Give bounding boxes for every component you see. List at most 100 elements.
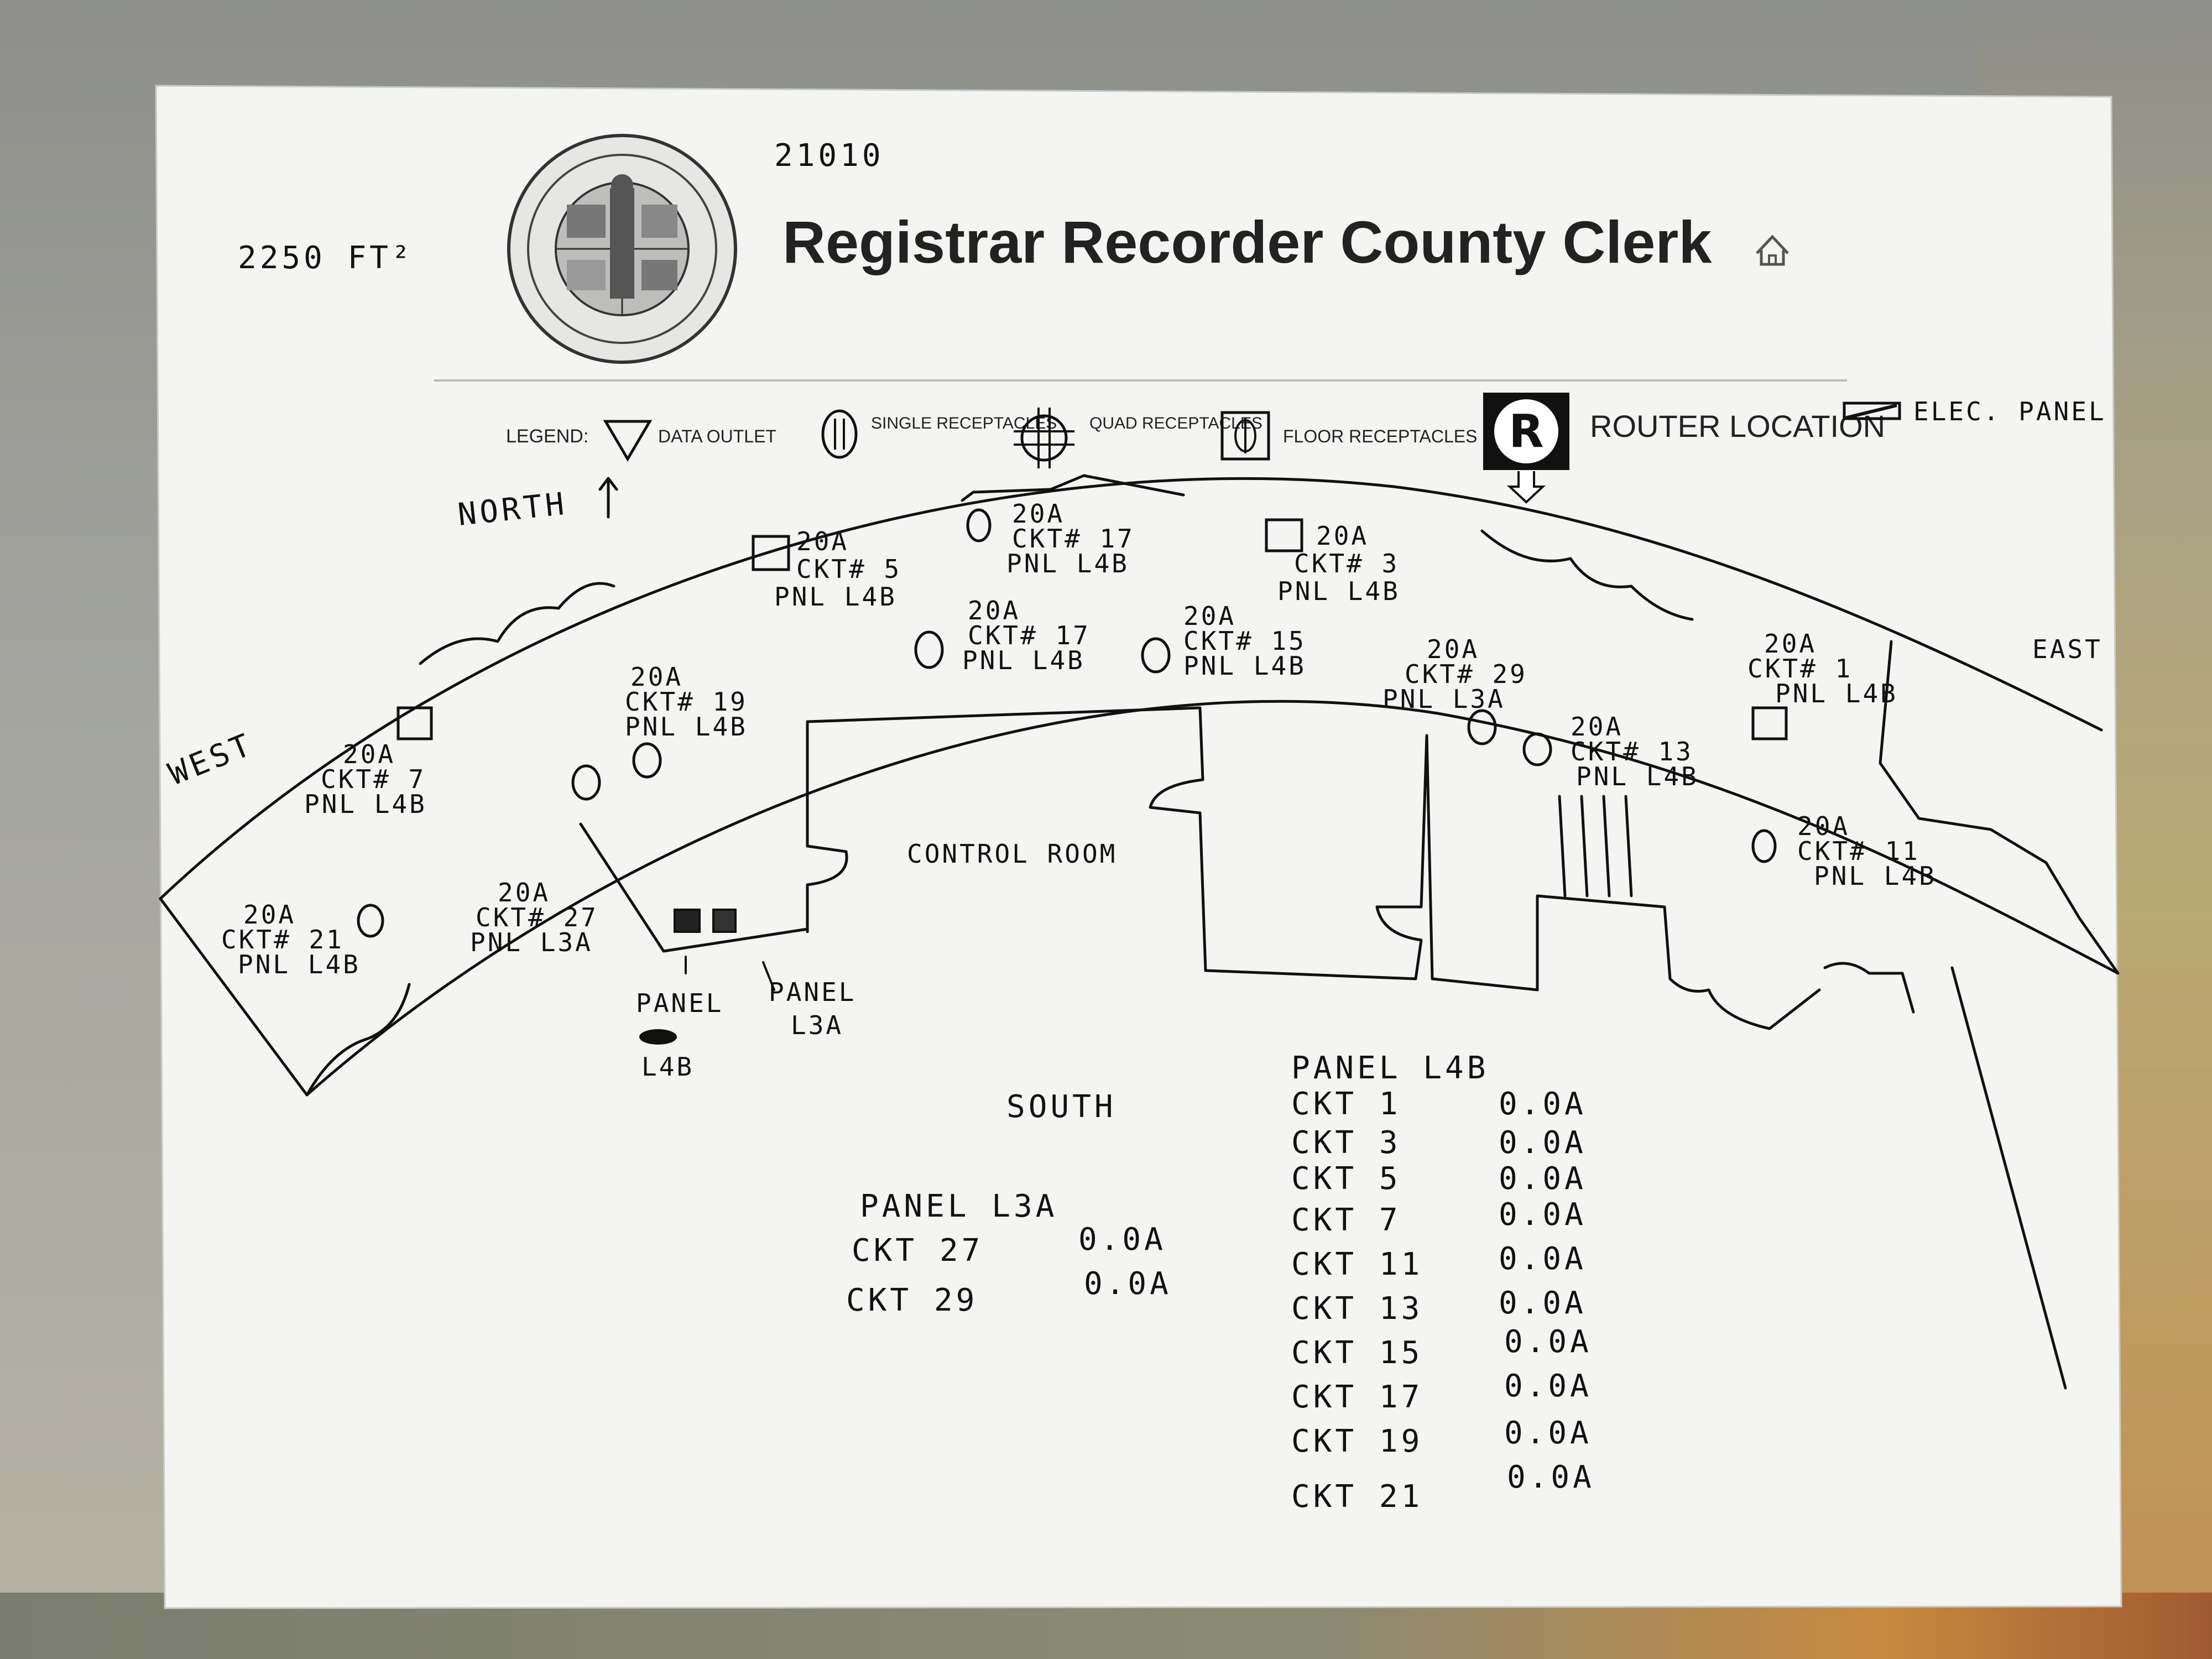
floor-area: 2250 FT² — [238, 240, 414, 276]
svg-text:PNL L3A: PNL L3A — [1383, 684, 1505, 714]
receptacle-callouts: 20A CKT# 5 PNL L4B 20A CKT# 17 PNL L4B 2… — [221, 499, 1934, 979]
svg-text:PNL L4B: PNL L4B — [774, 582, 897, 612]
svg-text:PNL L4B: PNL L4B — [238, 950, 361, 979]
county-seal-logo — [507, 134, 737, 364]
svg-text:20A: 20A — [1571, 712, 1623, 742]
table-row: 0.0A — [1499, 1161, 1587, 1197]
table-row: 0.0A — [1507, 1459, 1595, 1495]
svg-text:PNL L4B: PNL L4B — [1277, 576, 1400, 606]
floor-receptacle-icon — [1220, 411, 1270, 461]
table-row: 0.0A — [1499, 1241, 1587, 1277]
panel-l3a-label: L3A — [791, 1010, 843, 1040]
svg-text:20A: 20A — [796, 526, 849, 556]
interior-rooms — [806, 706, 1915, 1030]
svg-text:PNL L4B: PNL L4B — [304, 789, 427, 819]
receptacle-callout: 20A CKT# 3 PNL L4B — [1265, 518, 1400, 606]
sheet-number: 21010 — [774, 138, 884, 174]
table-row: 0.0A — [1499, 1197, 1587, 1233]
table-row: CKT 19 — [1291, 1423, 1423, 1459]
svg-text:20A: 20A — [968, 596, 1020, 625]
svg-text:CKT# 7: CKT# 7 — [321, 764, 426, 794]
electrical-panels: PANEL L4B PANEL L3A — [636, 909, 856, 1082]
svg-text:20A: 20A — [1764, 629, 1817, 659]
svg-text:20A: 20A — [243, 900, 296, 930]
receptacle-callout: 20A CKT# 27 PNL L3A — [470, 878, 598, 957]
svg-text:CKT# 17: CKT# 17 — [968, 620, 1091, 650]
svg-text:CKT# 21: CKT# 21 — [221, 925, 344, 954]
page-title: Registrar Recorder County Clerk — [782, 208, 1712, 275]
receptacle-callout: 20A CKT# 21 PNL L4B — [221, 900, 384, 979]
receptacle-callout: 20A CKT# 13 PNL L4B — [1522, 712, 1699, 791]
receptacle-callout: 20A CKT# 29 PNL L3A — [1383, 634, 1527, 745]
svg-text:20A: 20A — [1797, 811, 1850, 841]
table-row: CKT 27 — [852, 1233, 983, 1269]
data-outlet-icon — [603, 420, 653, 462]
svg-text:PNL L4B: PNL L4B — [625, 712, 748, 742]
single-receptacle-icon — [821, 409, 858, 459]
table-row: 0.0A — [1504, 1368, 1592, 1404]
legend-quad-receptacle: QUAD RECEPTACLES — [1089, 414, 1262, 432]
svg-text:20A: 20A — [1316, 521, 1369, 551]
table-row: 0.0A — [1499, 1086, 1587, 1122]
svg-text:PNL L4B: PNL L4B — [1006, 549, 1129, 578]
table-row: 0.0A — [1499, 1285, 1587, 1321]
legend-label: LEGEND: — [506, 426, 588, 447]
table-row: CKT 17 — [1291, 1379, 1423, 1415]
building-outline — [159, 474, 2120, 1390]
svg-text:PNL L3A: PNL L3A — [470, 927, 593, 957]
receptacle-callout: 20A CKT# 17 PNL L4B — [914, 596, 1091, 675]
home-icon — [1756, 234, 1789, 266]
svg-text:20A: 20A — [343, 739, 395, 769]
svg-text:20A: 20A — [1183, 601, 1236, 631]
table-row: CKT 13 — [1291, 1291, 1423, 1327]
table-row: CKT 3 — [1291, 1125, 1401, 1161]
svg-text:CKT# 15: CKT# 15 — [1183, 626, 1306, 656]
paper — [155, 85, 2122, 1609]
svg-text:PNL L4B: PNL L4B — [1576, 761, 1699, 791]
receptacle-callout: 20A CKT# 5 PNL L4B — [752, 526, 901, 612]
receptacle-callout: 20A CKT# 15 PNL L4B — [1141, 601, 1306, 681]
svg-text:CKT# 5: CKT# 5 — [796, 554, 901, 584]
table-row: 0.0A — [1504, 1324, 1592, 1360]
svg-text:CKT# 3: CKT# 3 — [1294, 549, 1399, 578]
table-row: CKT 15 — [1291, 1335, 1423, 1371]
svg-text:20A: 20A — [1427, 634, 1479, 664]
receptacle-callout: 20A CKT# 1 PNL L4B — [1747, 629, 1896, 740]
panel-l4b-label: PANEL — [636, 988, 723, 1018]
table-row: CKT 21 — [1291, 1479, 1423, 1515]
legend-elec-panel: ELEC. PANEL — [1913, 397, 2106, 426]
table-row: CKT 11 — [1291, 1246, 1423, 1282]
svg-text:R: R — [1509, 405, 1543, 458]
receptacle-callout: 20A CKT# 17 PNL L4B — [966, 499, 1135, 578]
svg-text:CKT# 1: CKT# 1 — [1747, 654, 1853, 684]
svg-text:20A: 20A — [630, 662, 683, 692]
legend-router: ROUTER LOCATION — [1590, 409, 1885, 444]
receptacle-callout: 20A CKT# 11 PNL L4B — [1751, 811, 1934, 891]
panel-l3a-label: PANEL — [769, 977, 856, 1007]
table-row: CKT 7 — [1291, 1202, 1401, 1238]
svg-text:PNL L4B: PNL L4B — [962, 645, 1085, 675]
panel-l3a-table: PANEL L3A CKT 27 0.0A CKT 29 0.0A — [846, 1188, 1172, 1318]
elec-panel-icon — [1843, 401, 1901, 420]
legend-data-outlet: DATA OUTLET — [658, 426, 776, 446]
table-row: 0.0A — [1084, 1266, 1172, 1302]
table-row: CKT 1 — [1291, 1086, 1401, 1122]
svg-text:CKT# 29: CKT# 29 — [1405, 659, 1527, 689]
quad-receptacle-icon — [1014, 408, 1074, 468]
svg-text:20A: 20A — [1012, 499, 1065, 529]
panel-l4b-label: L4B — [641, 1052, 694, 1082]
receptacle-callout: 20A CKT# 7 PNL L4B — [304, 706, 433, 819]
control-room-label: CONTROL ROOM — [907, 839, 1117, 869]
svg-text:CKT# 17: CKT# 17 — [1012, 524, 1135, 554]
table-row: CKT 29 — [846, 1282, 978, 1318]
east-label: EAST — [2032, 634, 2103, 664]
legend: LEGEND: DATA OUTLET SINGLE RECEPTACLES Q… — [506, 393, 2106, 504]
table-row: CKT 5 — [1291, 1161, 1401, 1197]
router-icon: R — [1483, 393, 1569, 504]
south-label: SOUTH — [1006, 1089, 1117, 1125]
table-row: 0.0A — [1078, 1222, 1166, 1258]
svg-text:CKT# 13: CKT# 13 — [1571, 737, 1693, 766]
svg-text:CKT# 27: CKT# 27 — [476, 902, 598, 932]
panel-l4b-table: PANEL L4B CKT 1 0.0A CKT 3 0.0A CKT 5 0.… — [1291, 1050, 1595, 1515]
